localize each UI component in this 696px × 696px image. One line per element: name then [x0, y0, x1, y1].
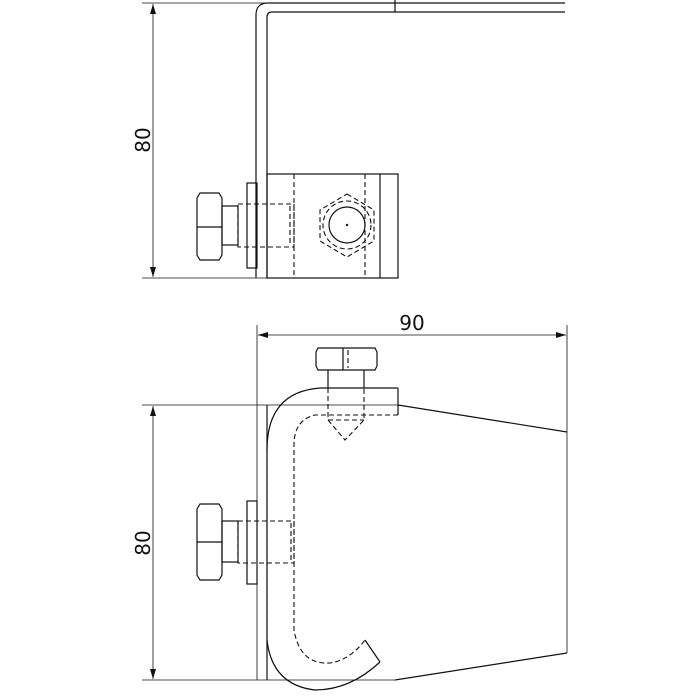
top-height-dimension: 80 — [131, 2, 398, 279]
width-dimension: 90 — [256, 311, 568, 680]
width-label: 90 — [399, 311, 424, 335]
top-view: 80 — [131, 0, 565, 279]
side-bolt-top — [196, 182, 295, 269]
bottom-view: 90 80 — [131, 311, 568, 691]
top-screw — [315, 347, 378, 441]
clamp-block — [266, 173, 399, 279]
bracket — [255, 0, 565, 278]
plate-outline — [266, 404, 568, 681]
top-height-label: 80 — [131, 127, 155, 152]
side-bolt-bottom — [196, 500, 295, 585]
bottom-height-label: 80 — [131, 530, 155, 555]
bottom-height-dimension: 80 — [131, 404, 398, 681]
top-nut — [319, 193, 375, 258]
hook — [266, 387, 399, 691]
